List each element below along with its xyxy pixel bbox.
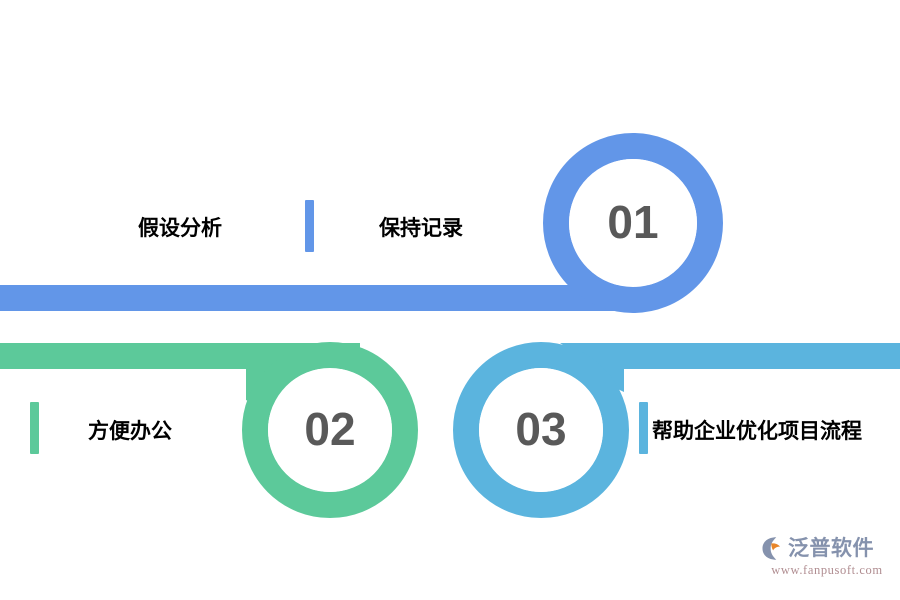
blue-bar-ring-joint	[0, 285, 648, 311]
tick-bar-blue	[305, 200, 314, 252]
step-03-graphic	[453, 342, 900, 518]
watermark: 泛普软件 www.fanpusoft.com	[760, 536, 894, 592]
leaf-swoosh-logo-icon	[762, 537, 780, 560]
circle-inner-02	[268, 368, 392, 492]
watermark-brand: 泛普软件	[788, 537, 874, 560]
green-bar-middle	[0, 343, 360, 369]
circle-ring-03	[453, 342, 629, 518]
step-number-02: 02	[304, 403, 356, 455]
lightblue-bar-right	[560, 343, 900, 369]
tick-bar-light-blue	[639, 402, 648, 454]
label-convenient-office: 方便办公	[88, 420, 172, 443]
circle-inner-03	[479, 368, 603, 492]
step-02-graphic	[0, 342, 418, 518]
circle-inner-01	[569, 159, 697, 287]
label-keep-records: 保持记录	[379, 217, 463, 240]
watermark-url: www.fanpusoft.com	[771, 563, 883, 577]
watermark-row: 泛普软件	[760, 536, 894, 561]
step-01-graphic	[0, 133, 723, 313]
label-optimize-process: 帮助企业优化项目流程	[652, 420, 862, 443]
circle-ring-02	[242, 342, 418, 518]
step-number-03: 03	[515, 403, 567, 455]
tick-bar-green	[30, 402, 39, 454]
step-number-01: 01	[607, 196, 659, 248]
circle-ring-01	[543, 133, 723, 313]
label-assumption-analysis: 假设分析	[138, 217, 222, 240]
